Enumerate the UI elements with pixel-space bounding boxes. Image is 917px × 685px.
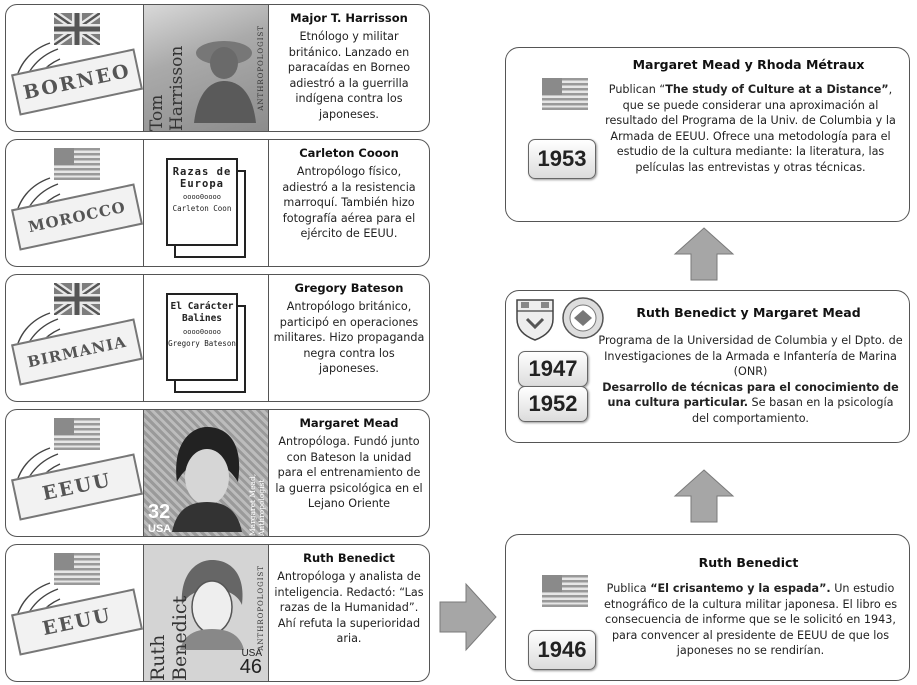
card-text: Carleton Cooon Antropólogo físico, adies… [269, 140, 429, 266]
portrait-name: Ruth Benedict [147, 595, 191, 681]
event-description: Programa de la Universidad de Columbia y… [598, 334, 903, 425]
card-benedict: EEUU Ruth Benedict ANTHROPOLOGIST USA 46… [5, 544, 430, 682]
book-author: Gregory Bateson [168, 339, 236, 348]
card-mead: EEUU 32 USA Margaret Mead, Anthropologis… [5, 409, 430, 537]
stamp-caption: Margaret Mead, Anthropologist [248, 473, 266, 536]
event-box-1946: Ruth Benedict 1946 Publica “El crisantem… [505, 534, 910, 681]
location-stamp-area: EEUU [6, 410, 144, 536]
location-stamp-area: MOROCCO [6, 140, 144, 266]
postage-stamp-image: 32 USA Margaret Mead, Anthropologist [144, 410, 269, 536]
stamp-country: USA [148, 523, 172, 535]
card-title: Carleton Cooon [299, 146, 399, 160]
book-author: Carleton Coon [172, 204, 232, 213]
book-image: El Carácter Balines oooo0oooo Gregory Ba… [144, 275, 269, 401]
us-flag-icon [54, 553, 100, 585]
event-description: Publican “The study of Culture at a Dist… [605, 83, 896, 174]
card-title: Margaret Mead [299, 416, 399, 430]
card-title: Major T. Harrisson [290, 11, 408, 25]
book-title: Razas de Europa [172, 166, 232, 190]
event-title: Ruth Benedict y Margaret Mead [636, 305, 861, 320]
card-coon: MOROCCO Razas de Europa oooo0oooo Carlet… [5, 139, 430, 267]
location-stamp-area: BIRMANIA [6, 275, 144, 401]
card-description: Antropólogo británico, participó en oper… [273, 300, 425, 375]
card-harrisson: BORNEO Tom Harrisson ANTHROPOLOGIST Majo… [5, 4, 430, 132]
up-arrow-icon [673, 469, 735, 523]
up-arrow-icon [673, 227, 735, 281]
location-stamp-area: EEUU [6, 545, 144, 681]
card-text: Margaret Mead Antropóloga. Fundó junto c… [269, 410, 429, 536]
card-description: Etnólogo y militar británico. Lanzado en… [287, 30, 411, 121]
card-description: Antropólogo físico, adiestró a la resist… [282, 165, 416, 240]
portrait-caption: ANTHROPOLOGIST [257, 565, 265, 651]
portrait-face-icon [172, 427, 242, 532]
book-dots: oooo0oooo [183, 193, 221, 201]
event-box-1953: Margaret Mead y Rhoda Métraux 1953 Publi… [505, 47, 910, 222]
year-badge: 1946 [528, 630, 596, 670]
book-cover: Razas de Europa oooo0oooo Carleton Coon [166, 158, 238, 246]
book-cover: El Carácter Balines oooo0oooo Gregory Ba… [166, 293, 238, 381]
card-title: Ruth Benedict [303, 551, 395, 565]
portrait-face-icon [180, 560, 244, 650]
card-description: Antropóloga y analista de inteligencia. … [274, 570, 424, 645]
book-dots: oooo0oooo [183, 328, 221, 336]
card-text: Ruth Benedict Antropóloga y analista de … [269, 545, 429, 681]
stamp-country: USA [241, 648, 262, 659]
card-bateson: BIRMANIA El Carácter Balines oooo0oooo G… [5, 274, 430, 402]
right-arrow-icon [439, 582, 497, 652]
event-description: Publica “El crisantemo y la espada”. Un … [603, 582, 898, 657]
card-description: Antropóloga. Fundó junto con Bateson la … [275, 435, 423, 510]
us-flag-icon [54, 148, 100, 180]
stamp-value: 46 [239, 656, 262, 678]
year-badge-end: 1952 [518, 386, 588, 422]
book-image: Razas de Europa oooo0oooo Carleton Coon [144, 140, 269, 266]
us-flag-icon [542, 575, 588, 607]
soldier-silhouette-icon [194, 41, 256, 123]
card-text: Major T. Harrisson Etnólogo y militar br… [269, 5, 429, 131]
us-flag-icon [542, 78, 588, 110]
location-stamp-area: BORNEO [6, 5, 144, 131]
year-badge: 1953 [528, 139, 596, 179]
us-flag-icon [54, 418, 100, 450]
card-text: Gregory Bateson Antropólogo británico, p… [269, 275, 429, 401]
navy-seal-icon [562, 297, 604, 339]
portrait-image: Tom Harrisson ANTHROPOLOGIST [144, 5, 269, 131]
event-title: Margaret Mead y Rhoda Métraux [632, 57, 865, 72]
portrait-name: Tom Harrisson [147, 45, 187, 131]
card-title: Gregory Bateson [294, 281, 404, 295]
columbia-shield-icon [516, 299, 554, 341]
stamp-value: 32 [148, 501, 171, 523]
year-badge-start: 1947 [518, 351, 588, 387]
event-box-1947-1952: Ruth Benedict y Margaret Mead 1947 1952 … [505, 290, 910, 443]
portrait-caption: ANTHROPOLOGIST [257, 25, 265, 111]
uk-flag-icon [54, 283, 100, 315]
postage-stamp-image: Ruth Benedict ANTHROPOLOGIST USA 46 [144, 545, 269, 681]
event-title: Ruth Benedict [698, 555, 799, 570]
uk-flag-icon [54, 13, 100, 45]
book-title: El Carácter Balines [170, 301, 234, 324]
